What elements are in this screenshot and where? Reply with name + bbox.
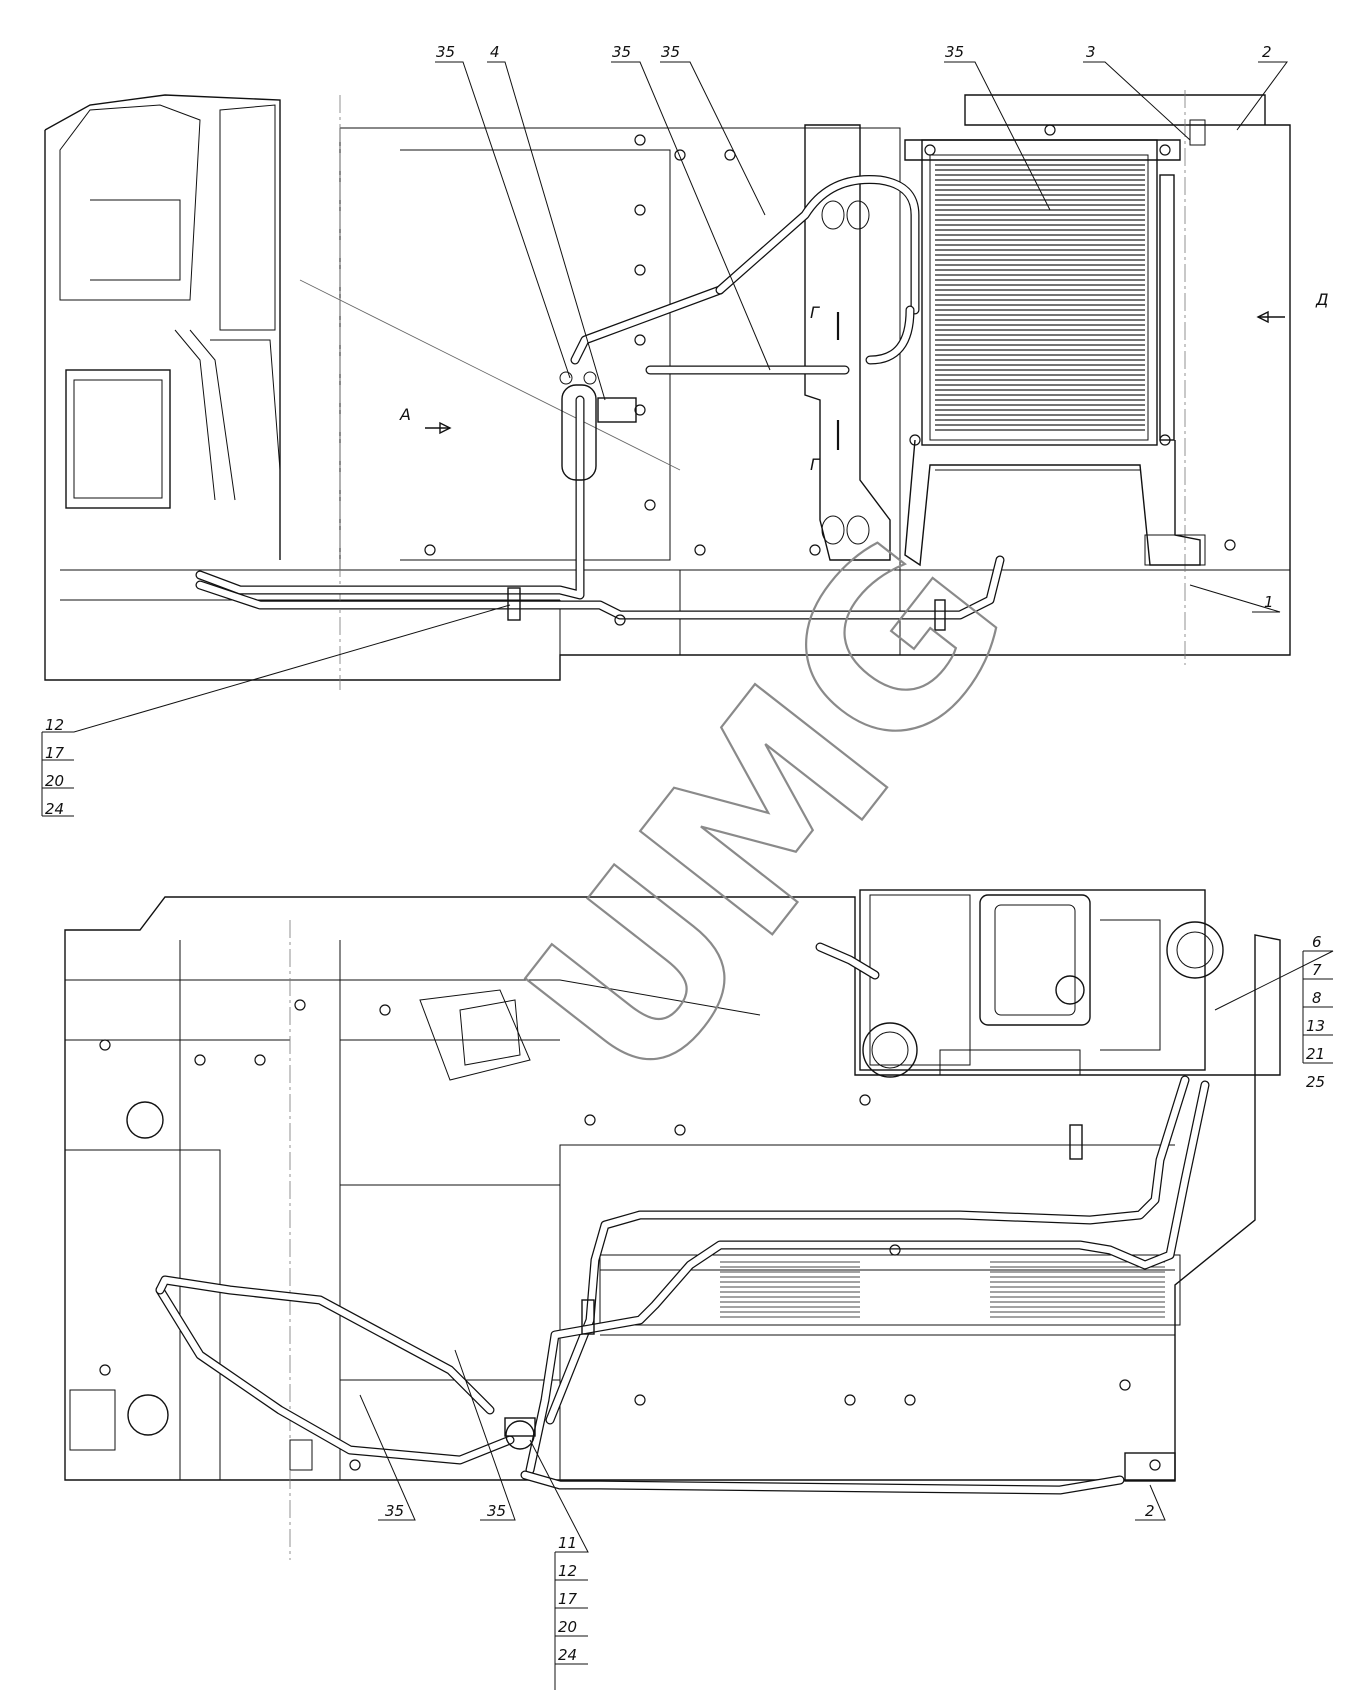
bolt-marker [614, 614, 626, 626]
bolt-marker [809, 544, 821, 556]
callout-4: 4 [490, 43, 500, 61]
bolt-marker [674, 149, 686, 161]
bolt-marker [1044, 124, 1056, 136]
view-mark-g-upper: Г [810, 303, 820, 322]
callout-11: 11 [558, 1534, 577, 1552]
bolt-marker [379, 1004, 391, 1016]
bolt-marker [1159, 144, 1171, 156]
bolt-marker [859, 1094, 871, 1106]
stack-bottom-20: 20 [558, 1618, 577, 1636]
bolt-marker [424, 544, 436, 556]
top-callouts: 35 4 35 35 35 3 2 1 А Г Г Д 12 17 20 24 [41, 43, 1329, 818]
callout-3: 3 [1086, 43, 1096, 61]
bolt-marker [634, 334, 646, 346]
view-mark-a: А [399, 405, 411, 424]
stack-right-21: 21 [1306, 1045, 1325, 1063]
stack-right-7: 7 [1312, 961, 1322, 979]
bolt-marker [904, 1394, 916, 1406]
bolt-marker [254, 1054, 266, 1066]
bolt-marker [349, 1459, 361, 1471]
bolt-marker [909, 434, 921, 446]
callout-35-mid-a: 35 [612, 43, 631, 61]
bolt-marker [889, 1244, 901, 1256]
bolt-marker [674, 1124, 686, 1136]
stack-left-17: 17 [45, 744, 65, 762]
stack-bottom-17: 17 [558, 1590, 578, 1608]
bottom-callouts: 35 35 2 11 12 17 20 24 6 7 8 13 21 25 [359, 933, 1334, 1690]
callout-35-condenser: 35 [945, 43, 964, 61]
bolt-marker [634, 204, 646, 216]
stack-right-8: 8 [1312, 989, 1322, 1007]
stack-right-6: 6 [1312, 933, 1322, 951]
stack-bottom-12: 12 [558, 1562, 577, 1580]
stack-left-20: 20 [45, 772, 64, 790]
bolt-marker [634, 1394, 646, 1406]
callout-35-mid-b: 35 [661, 43, 680, 61]
view-mark-g-lower: Г [810, 455, 820, 474]
callout-2-bottom: 2 [1145, 1502, 1155, 1520]
stack-right-13: 13 [1306, 1017, 1325, 1035]
bolt-marker [724, 149, 736, 161]
bolt-marker [694, 544, 706, 556]
bolt-marker [634, 404, 646, 416]
stack-left-24: 24 [45, 800, 64, 818]
bolt-marker [634, 264, 646, 276]
callout-2-top: 2 [1262, 43, 1272, 61]
bolt-marker [1224, 539, 1236, 551]
lower-radiator-fins [720, 1261, 1165, 1318]
condenser-fins [935, 164, 1145, 431]
view-mark-d: Д [1315, 290, 1329, 309]
stack-left-12: 12 [45, 716, 64, 734]
callout-1: 1 [1264, 593, 1274, 611]
bolt-marker [99, 1364, 111, 1376]
stack-bottom-24: 24 [558, 1646, 577, 1664]
bottom-view [64, 889, 1281, 1560]
bolt-markers-top [424, 124, 1236, 626]
bolt-marker [924, 144, 936, 156]
bolt-marker [1149, 1459, 1161, 1471]
stack-right-25: 25 [1306, 1073, 1325, 1091]
callout-35-bottom-a: 35 [385, 1502, 404, 1520]
bolt-marker [844, 1394, 856, 1406]
bolt-marker [644, 499, 656, 511]
bolt-marker [1159, 434, 1171, 446]
bolt-marker [634, 134, 646, 146]
bolt-marker [294, 999, 306, 1011]
callout-35-bottom-b: 35 [487, 1502, 506, 1520]
top-view [44, 90, 1291, 690]
bolt-marker [194, 1054, 206, 1066]
bolt-marker [584, 1114, 596, 1126]
callout-35-drier-left: 35 [436, 43, 455, 61]
bolt-marker [99, 1039, 111, 1051]
bolt-marker [1119, 1379, 1131, 1391]
bolt-markers-bottom [99, 999, 1161, 1471]
